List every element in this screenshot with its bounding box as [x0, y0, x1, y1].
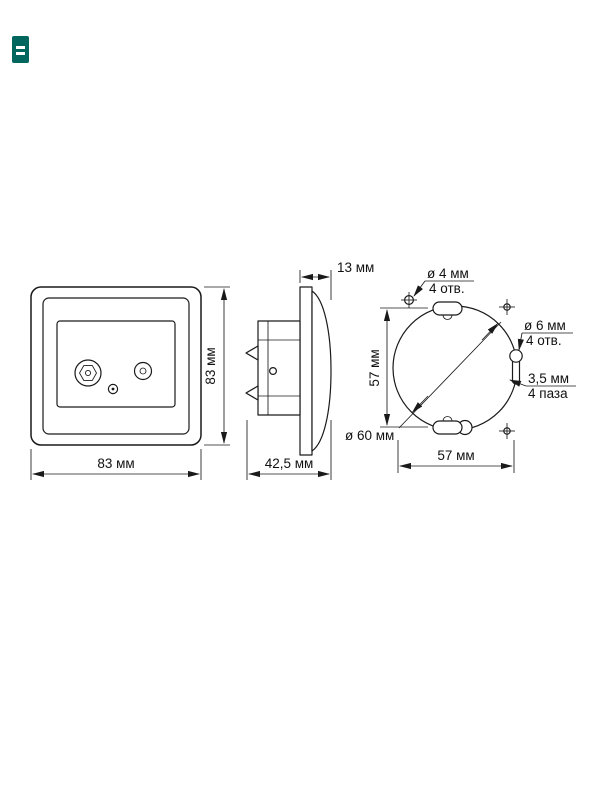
side-total-depth-label: 42,5 мм	[265, 456, 314, 471]
keyhole-right	[509, 349, 523, 385]
slot-size-label: 3,5 мм	[528, 371, 569, 386]
r-connector	[133, 361, 153, 381]
diameter-line	[398, 321, 502, 429]
brand-logo	[12, 36, 29, 63]
front-width-label: 83 мм	[97, 456, 134, 471]
side-backplate	[299, 286, 313, 456]
brand-logo-glyph	[16, 46, 25, 49]
dim-front-width: 83 мм	[30, 449, 202, 480]
indicator-hole	[107, 383, 119, 395]
tv-connector	[74, 359, 102, 387]
callout-hole-4mm: ø 4 мм 4 отв.	[413, 266, 474, 297]
mounting-claw-top	[245, 345, 259, 361]
diameter-label: ø 60 мм	[345, 428, 394, 443]
back-pitch-v-label: 57 мм	[367, 349, 382, 386]
terminal-screw	[269, 367, 278, 376]
side-cover-profile	[311, 290, 332, 452]
cross-hole-top-right	[499, 299, 515, 315]
hole4-size-label: ø 4 мм	[427, 266, 469, 281]
dim-side-depth-total: 42,5 мм	[246, 420, 332, 480]
side-mechanism	[257, 320, 301, 416]
callout-slot-3-5mm: 3,5 мм 4 паза	[509, 371, 576, 401]
side-depth-label: 13 мм	[337, 260, 374, 275]
mounting-claw-bottom	[245, 385, 259, 401]
callout-diameter-60: ø 60 мм	[345, 428, 394, 443]
slot-bottom	[432, 416, 473, 436]
dim-front-height: 83 мм	[203, 286, 230, 446]
callout-hole-6mm: ø 6 мм 4 отв.	[517, 318, 573, 351]
hole-4mm	[401, 292, 417, 308]
hole6-size-label: ø 6 мм	[524, 318, 566, 333]
back-view	[392, 292, 523, 439]
keyhole-circle	[509, 349, 523, 363]
side-view	[245, 286, 332, 456]
slot-top	[432, 301, 463, 320]
dim-back-vertical: 57 мм	[367, 307, 428, 428]
hole4-count-label: 4 отв.	[429, 281, 465, 296]
slot-count-label: 4 паза	[528, 386, 568, 401]
dim-back-horizontal: 57 мм	[397, 440, 515, 473]
back-pitch-h-label: 57 мм	[437, 448, 474, 463]
brand-logo-glyph	[16, 52, 25, 55]
front-height-label: 83 мм	[203, 347, 218, 384]
cross-hole-bottom-right	[499, 423, 515, 439]
hex-nut	[79, 365, 97, 381]
dim-side-depth-top: 13 мм	[299, 260, 374, 300]
front-view	[30, 286, 202, 446]
front-cover-plate	[56, 320, 176, 408]
hole6-count-label: 4 отв.	[526, 333, 562, 348]
brand-logo-mark	[12, 36, 29, 63]
